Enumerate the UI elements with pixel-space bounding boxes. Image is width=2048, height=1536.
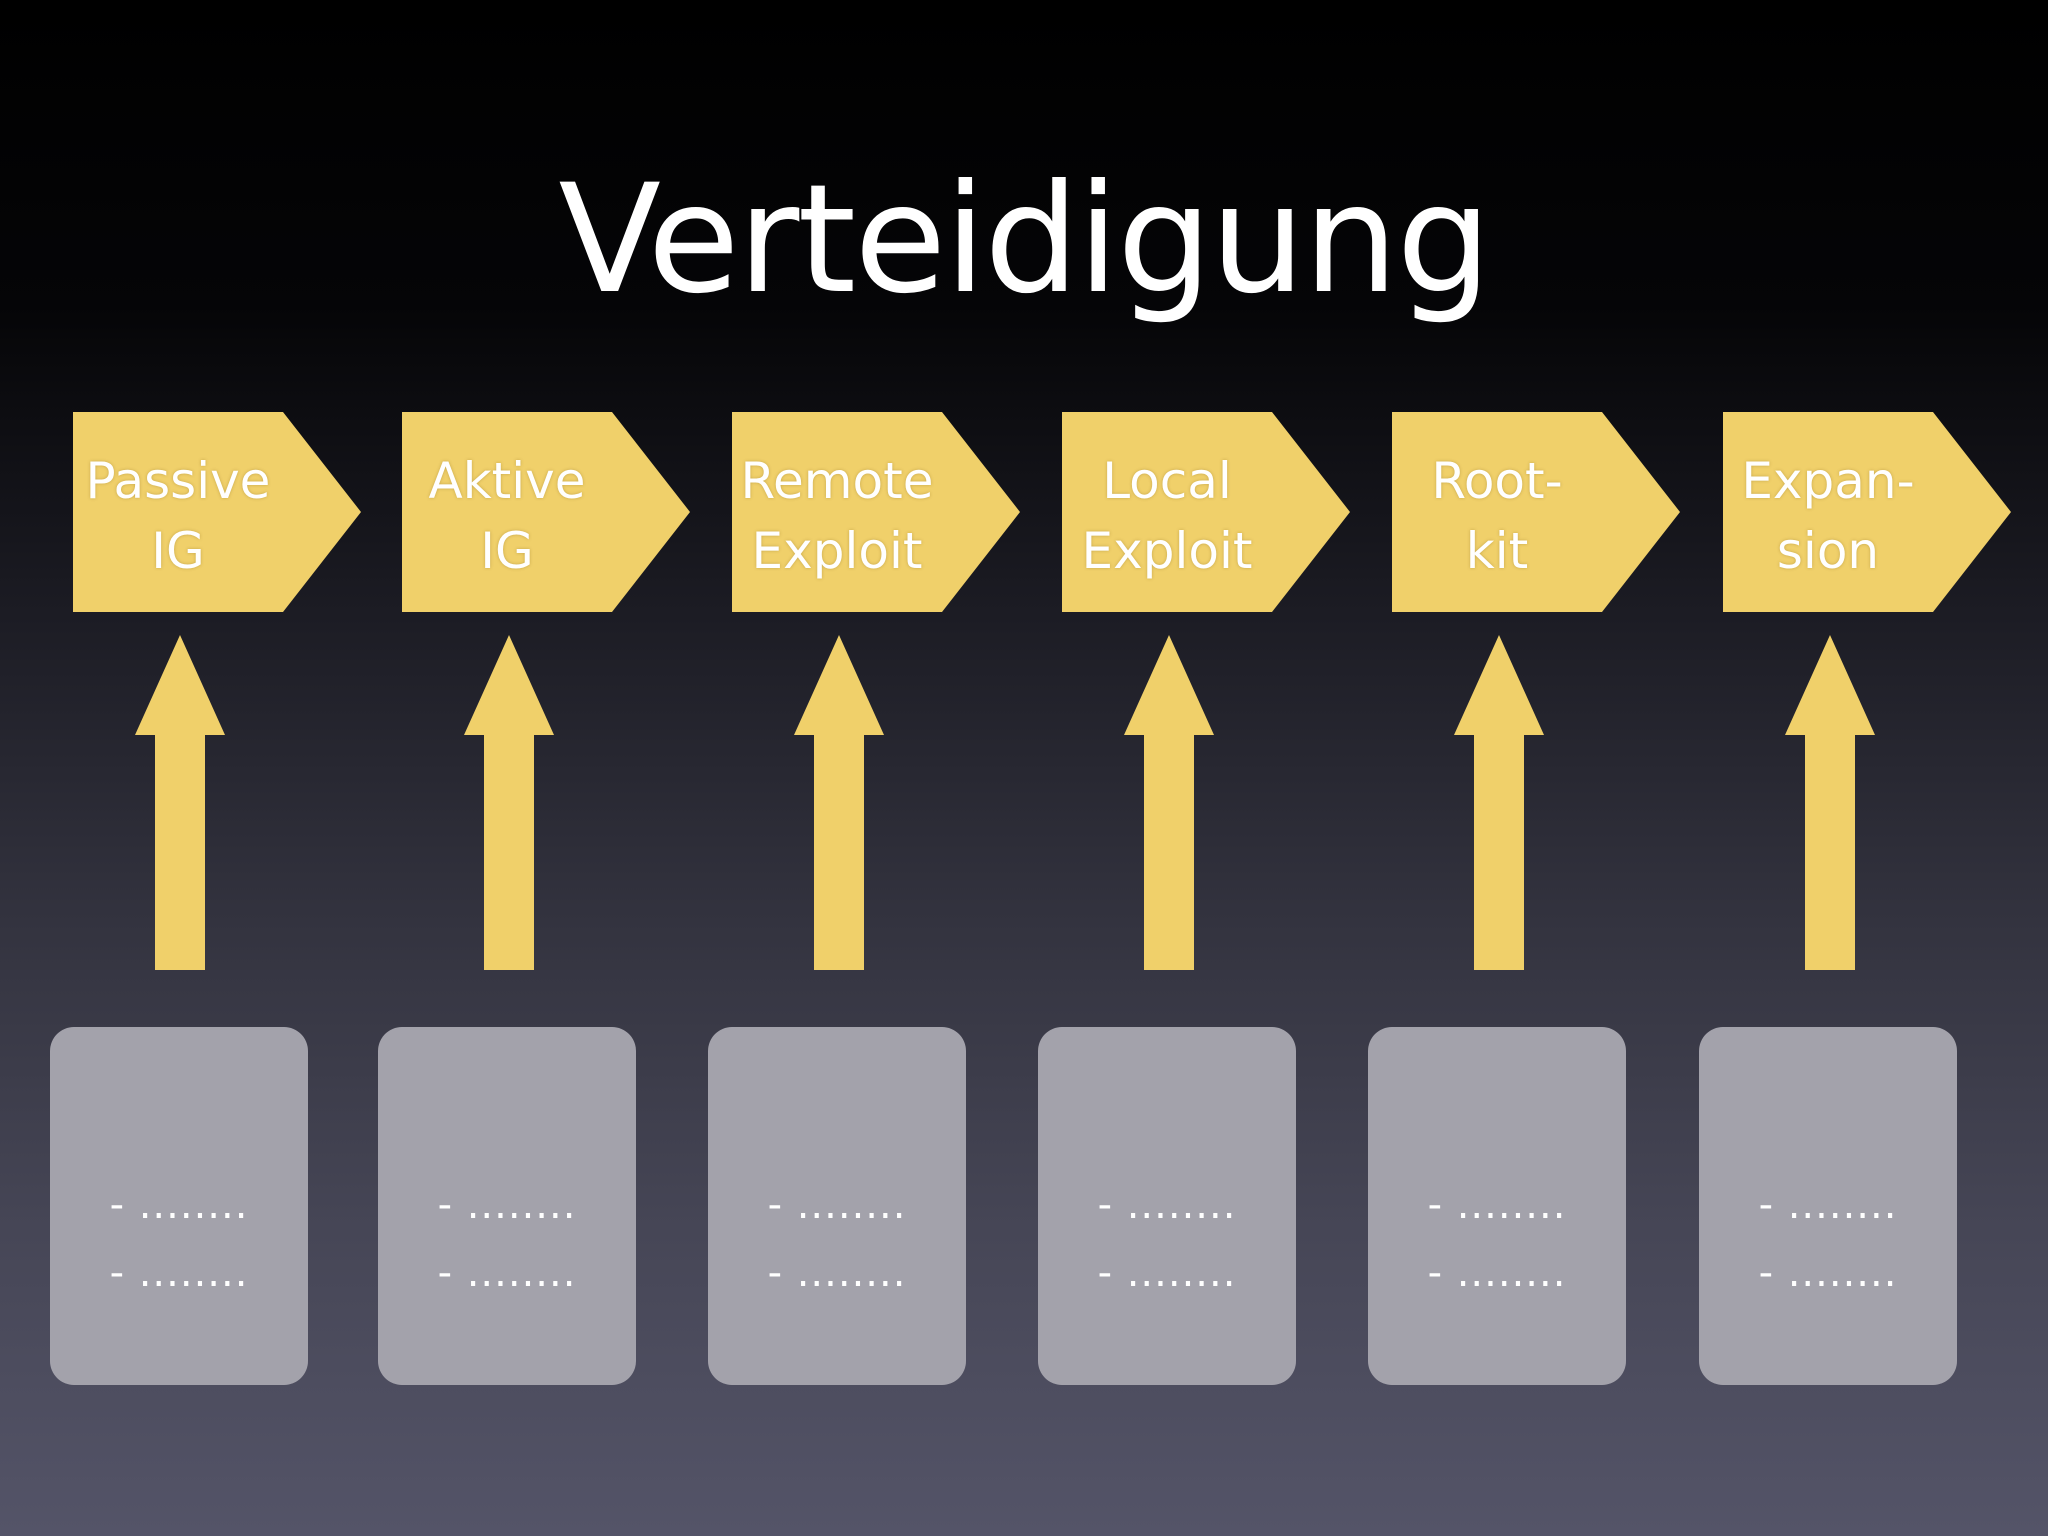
note-line: - ........ <box>767 1250 907 1296</box>
notes-box: - ........ - ........ <box>708 1027 966 1385</box>
up-arrow-icon <box>1785 635 1875 970</box>
note-line: - ........ <box>1427 1182 1567 1228</box>
note-line: - ........ <box>767 1182 907 1228</box>
up-arrow-icon <box>464 635 554 970</box>
notes-box: - ........ - ........ <box>1038 1027 1296 1385</box>
up-arrow-icon <box>135 635 225 970</box>
up-arrow-icon <box>1124 635 1214 970</box>
notes-box: - ........ - ........ <box>378 1027 636 1385</box>
stage-label: Passive IG <box>85 452 271 580</box>
chevron-shape <box>1062 412 1350 612</box>
stage-column: Passive IG - ........ - ........ <box>50 0 385 1536</box>
stage-column: Remote Exploit - ........ - ........ <box>708 0 1045 1536</box>
notes-box: - ........ - ........ <box>50 1027 308 1385</box>
note-line: - ........ <box>437 1182 577 1228</box>
note-line: - ........ <box>1758 1250 1898 1296</box>
note-line: - ........ <box>109 1250 249 1296</box>
stage-column: Expan- sion - ........ - ........ <box>1699 0 2035 1536</box>
stage-chevron: Remote Exploit <box>732 412 1020 612</box>
stage-chevron: Local Exploit <box>1062 412 1350 612</box>
note-line: - ........ <box>437 1250 577 1296</box>
stage-column: Root- kit - ........ - ........ <box>1368 0 1705 1536</box>
stage-label: Local Exploit <box>1081 452 1253 580</box>
chevron-shape <box>73 412 361 612</box>
note-line: - ........ <box>1427 1250 1567 1296</box>
chevron-shape <box>732 412 1020 612</box>
stage-column: Local Exploit - ........ - ........ <box>1038 0 1375 1536</box>
stage-column: Aktive IG - ........ - ........ <box>378 0 715 1536</box>
note-line: - ........ <box>1097 1182 1237 1228</box>
note-line: - ........ <box>109 1182 249 1228</box>
up-arrow-icon <box>1454 635 1544 970</box>
chevron-shape <box>402 412 690 612</box>
notes-box: - ........ - ........ <box>1368 1027 1626 1385</box>
stage-label: Remote Exploit <box>740 452 934 580</box>
up-arrow-icon <box>794 635 884 970</box>
chevron-shape <box>1723 412 2011 612</box>
notes-box: - ........ - ........ <box>1699 1027 1957 1385</box>
note-line: - ........ <box>1758 1182 1898 1228</box>
stage-chevron: Expan- sion <box>1723 412 2011 612</box>
stage-label: Expan- sion <box>1741 452 1915 580</box>
stage-chevron: Passive IG <box>73 412 361 612</box>
slide-title: Verteidigung <box>558 153 1491 327</box>
stage-chevron: Root- kit <box>1392 412 1680 612</box>
chevron-shape <box>1392 412 1680 612</box>
note-line: - ........ <box>1097 1250 1237 1296</box>
stage-label: Aktive IG <box>428 452 586 580</box>
stage-label: Root- kit <box>1431 452 1563 580</box>
stage-chevron: Aktive IG <box>402 412 690 612</box>
